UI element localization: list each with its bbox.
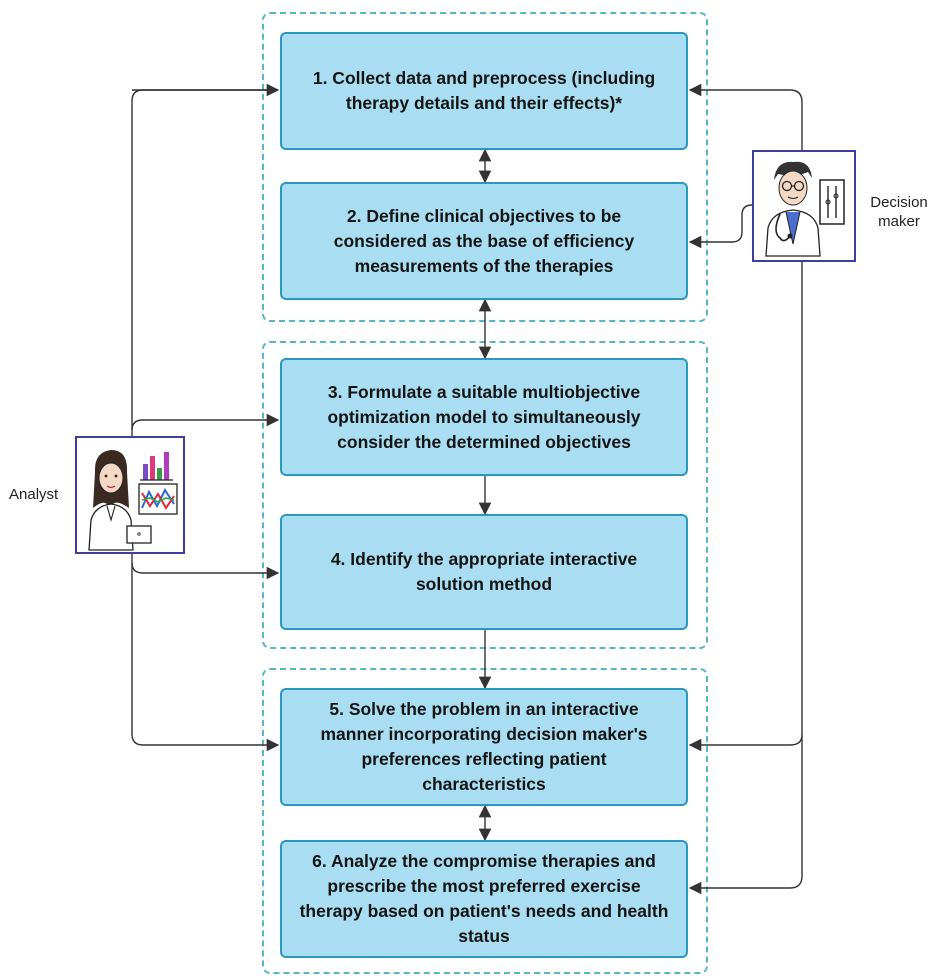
step-3-box: 3. Formulate a suitable multiobjective o…	[280, 358, 688, 476]
step-2-box: 2. Define clinical objectives to be cons…	[280, 182, 688, 300]
analyst-to-step3	[131, 413, 280, 431]
analyst-card	[75, 436, 185, 554]
step-1-box: 1. Collect data and preprocess (includin…	[280, 32, 688, 150]
decision-maker-label: Decision maker	[870, 194, 928, 230]
step-6-box: 6. Analyze the compromise therapies and …	[280, 840, 688, 958]
analyst-to-step4	[131, 562, 280, 580]
step-4-box: 4. Identify the appropriate interactive …	[280, 514, 688, 630]
analyst-icon	[88, 450, 178, 551]
doctor-icon	[765, 161, 845, 257]
decision-maker-card	[752, 150, 856, 262]
dm-line-trunk	[688, 83, 803, 895]
analyst-line-trunk	[131, 89, 280, 752]
dm-to-step2	[688, 204, 753, 249]
step-5-box: 5. Solve the problem in an interactive m…	[280, 688, 688, 806]
dm-to-step5	[688, 734, 803, 752]
analyst-label: Analyst	[9, 486, 59, 503]
